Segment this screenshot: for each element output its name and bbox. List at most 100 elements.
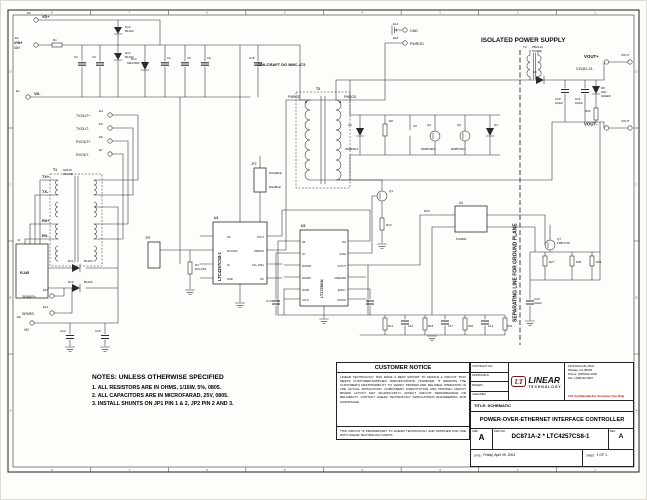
schematic-label: E1 bbox=[16, 89, 20, 93]
ic-u1-ltc4257-body bbox=[212, 221, 268, 285]
zone-label: 8 bbox=[51, 11, 53, 15]
schematic-label: B1100 bbox=[84, 259, 93, 263]
schematic-label: 100μF bbox=[575, 101, 583, 105]
schematic-label: VC bbox=[302, 253, 306, 256]
note-item: 1. ALL RESISTORS ARE IN OHMS, 1/16W, 5%,… bbox=[92, 385, 222, 391]
terminal-circle bbox=[33, 42, 39, 48]
title-block-field: DRAWN bbox=[471, 382, 508, 392]
schematic-label: D10 bbox=[68, 280, 74, 284]
schematic-label: R10 bbox=[386, 223, 392, 227]
schematic-label: PB2134 bbox=[532, 45, 543, 49]
schematic-label: UVLO bbox=[302, 299, 309, 302]
schematic-label: RX- bbox=[42, 234, 49, 238]
schematic-label: SEPARATING LINE FOR GROUND PLANE bbox=[513, 223, 519, 322]
schematic-label: RJ45 bbox=[20, 271, 29, 275]
terminal-circle bbox=[49, 293, 55, 299]
resistor-symbol bbox=[593, 107, 599, 121]
schematic-label: E11 bbox=[43, 305, 48, 309]
schematic-label: LED bbox=[601, 90, 606, 94]
schematic-label: C19 bbox=[488, 324, 494, 328]
schematic-label: C15 bbox=[249, 56, 255, 60]
transformer-t2-outline bbox=[295, 91, 351, 189]
schematic-label: ENDLY bbox=[338, 289, 346, 292]
zone-label: 4 bbox=[361, 11, 363, 15]
schematic-label: R23 bbox=[424, 209, 430, 213]
resistor-symbol bbox=[187, 261, 193, 275]
schematic-label: VOUT+ bbox=[584, 54, 599, 59]
transistor-body bbox=[544, 239, 556, 251]
schematic-label: FMMT718 bbox=[557, 241, 570, 245]
schematic-label: D11 bbox=[68, 259, 74, 263]
wire-path bbox=[431, 214, 551, 316]
wire-path bbox=[29, 19, 311, 265]
terminal-circle bbox=[25, 94, 31, 100]
resistor-symbol bbox=[382, 317, 388, 331]
ground-symbol bbox=[100, 346, 110, 353]
terminal-circle bbox=[49, 310, 55, 316]
transistor-bodies bbox=[376, 130, 556, 251]
schematic-label: TX+ bbox=[42, 175, 50, 179]
size-dwg-rev-row: SIZE A DWG NO. DC871A-2 * LTC4257CS8-1 R… bbox=[471, 429, 633, 450]
resistor-symbol bbox=[589, 255, 595, 267]
schematic-label: E4 bbox=[99, 109, 103, 113]
date-label: DATE: bbox=[474, 454, 482, 457]
customer-notice-body: LINEAR TECHNOLOGY HAS MADE A BEST EFFORT… bbox=[340, 375, 466, 404]
terminal-circle bbox=[604, 125, 609, 131]
confidential-note: LTC Confidential-For Customer Use Only bbox=[568, 394, 625, 398]
schematic-label: VOUT bbox=[621, 119, 630, 123]
schematic-label: B1100 bbox=[84, 280, 93, 284]
schematic-label: U1 bbox=[214, 216, 218, 220]
schematic-label: E7 bbox=[99, 148, 103, 152]
schematic-label: R1 bbox=[53, 38, 57, 42]
schematic-label: C6 bbox=[207, 56, 211, 60]
schematic-label: T2 bbox=[316, 87, 320, 91]
schematic-label: E8 bbox=[17, 315, 21, 319]
transformer-t1-coils bbox=[55, 179, 97, 262]
schematic-label: PULSE bbox=[63, 172, 73, 176]
schematic-label: ENABLE bbox=[269, 185, 281, 189]
wire-path bbox=[275, 179, 506, 336]
schematic-label: VOUT- bbox=[584, 122, 598, 127]
zone-label: 8 bbox=[51, 468, 53, 472]
schematic-label: OSCAP bbox=[337, 299, 346, 302]
note-item: 3. INSTALL SHUNTS ON JP1 PIN 1 & 2, JP2 … bbox=[92, 401, 234, 407]
schematic-label: C2 bbox=[74, 55, 78, 59]
schematic-label: C5 bbox=[187, 56, 191, 60]
size-value: A bbox=[478, 433, 485, 442]
zone-label: C bbox=[9, 183, 12, 187]
title-block-field: CONTRACT NO. bbox=[471, 363, 508, 373]
resistor-symbol bbox=[462, 317, 468, 331]
dwg-number: DC871A-2 * LTC4257CS8-1 bbox=[511, 433, 590, 440]
schematic-label: JP1 bbox=[145, 236, 151, 240]
schematic-label: C20 bbox=[555, 97, 561, 101]
address-line: Milpitas, CA 95035 bbox=[568, 367, 593, 372]
schematic-label: R12 bbox=[388, 324, 394, 328]
zone-label: D bbox=[9, 70, 12, 74]
schematic-label: R29 bbox=[596, 260, 602, 264]
schematic-label: C25 bbox=[95, 329, 101, 333]
schematic-label: J1 bbox=[17, 238, 21, 242]
size-label: SIZE bbox=[472, 429, 478, 433]
schematic-label: SPARE- bbox=[22, 312, 36, 316]
schematic-label: 48V bbox=[14, 46, 21, 50]
schematic-label: VOUT bbox=[257, 235, 265, 239]
ground-symbol bbox=[427, 335, 437, 342]
zone-label: 1 bbox=[594, 11, 596, 15]
schematic-label: MINENAB bbox=[335, 277, 347, 280]
schematic-label: MMBT3904 bbox=[421, 147, 436, 151]
resistor-symbol bbox=[422, 317, 428, 331]
schematic-label: S2019 bbox=[63, 168, 72, 172]
schematic-label: RX+ bbox=[42, 219, 50, 223]
schematic-label: C16 bbox=[408, 324, 414, 328]
resistor-symbols bbox=[51, 42, 599, 331]
schematic-label: E5 bbox=[99, 122, 103, 126]
schematic-label: R4 bbox=[195, 263, 199, 267]
schematic-label: U2 bbox=[301, 224, 305, 228]
jumper-jp1-body bbox=[147, 241, 161, 269]
wires-input-section bbox=[29, 19, 311, 265]
zone-label: 2 bbox=[517, 11, 519, 15]
